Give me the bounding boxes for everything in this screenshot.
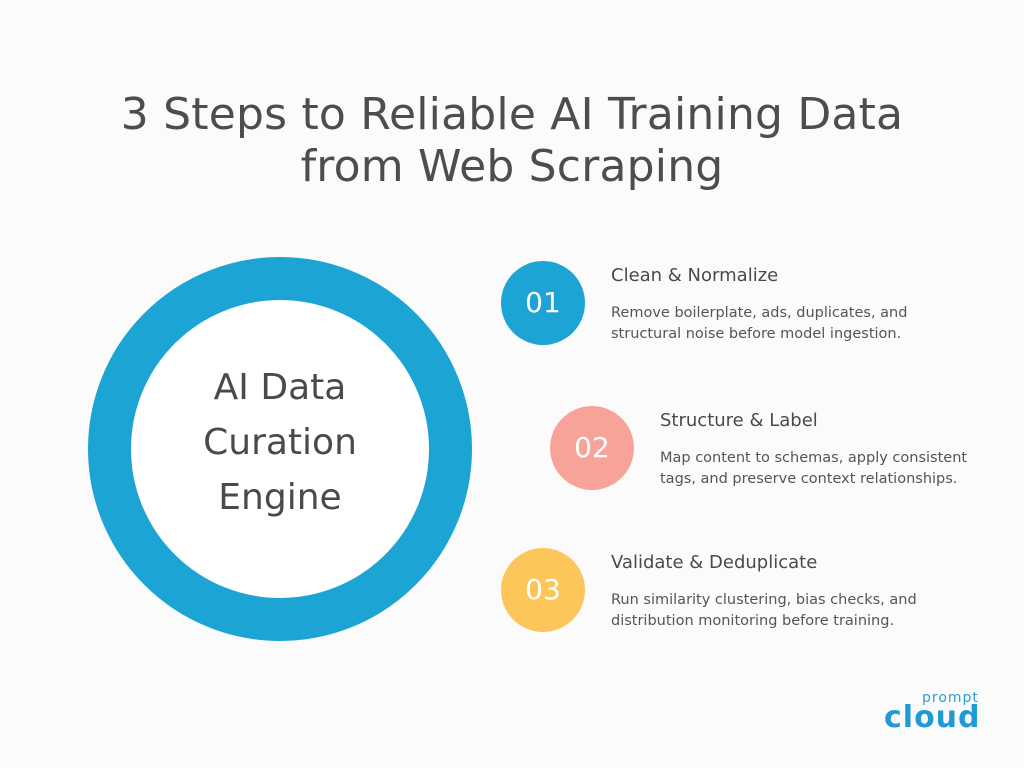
step-2-number-badge: 02 [550, 406, 634, 490]
step-1-description-line-2: structural noise before model ingestion. [611, 326, 902, 342]
step-3-number-badge: 03 [501, 548, 585, 632]
title-line-2: from Web Scraping [300, 141, 724, 193]
step-2-title: Structure & Label [660, 410, 818, 431]
engine-label-line-2: Curation [203, 422, 357, 463]
title-line-1: 3 Steps to Reliable AI Training Data [120, 89, 904, 141]
engine-label-line-3: Engine [218, 477, 342, 518]
promptcloud-logo: prompt cloud [884, 690, 994, 740]
step-1-description-line-1: Remove boilerplate, ads, duplicates, and [611, 305, 908, 321]
step-2-description-line-1: Map content to schemas, apply consistent [660, 450, 968, 466]
step-1-number-badge: 01 [501, 261, 585, 345]
step-2-description: Map content to schemas, apply consistent… [660, 448, 967, 490]
page-title: 3 Steps to Reliable AI Training Data fro… [0, 89, 1024, 193]
step-3-description-line-2: distribution monitoring before training. [611, 613, 895, 629]
step-1-title: Clean & Normalize [611, 265, 779, 286]
step-2-description-line-2: tags, and preserve context relationships… [660, 471, 958, 487]
logo-text-bottom: cloud [884, 700, 981, 735]
step-3-title: Validate & Deduplicate [611, 552, 818, 573]
logo-text-top: prompt [922, 690, 979, 706]
step-3-description-line-1: Run similarity clustering, bias checks, … [611, 592, 917, 608]
step-1-description: Remove boilerplate, ads, duplicates, and… [611, 303, 907, 345]
engine-label-line-1: AI Data [213, 367, 347, 408]
step-3-description: Run similarity clustering, bias checks, … [611, 590, 917, 632]
engine-label: AI Data Curation Engine [130, 360, 430, 525]
